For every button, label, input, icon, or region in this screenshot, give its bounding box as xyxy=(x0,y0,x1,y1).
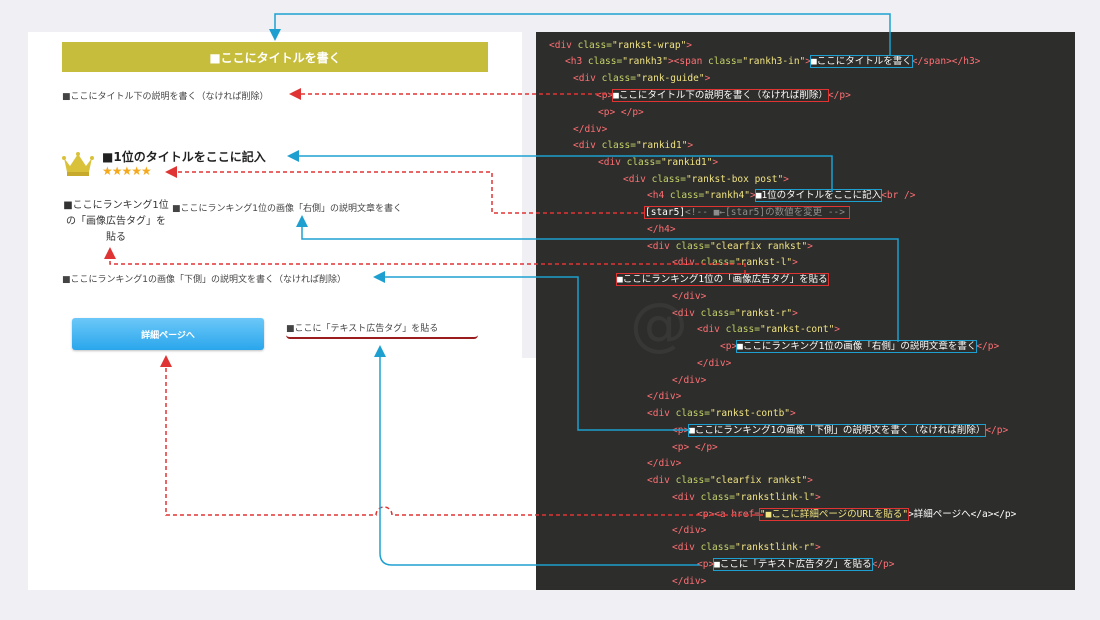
code-bottom-desc-highlight: ■ここにランキング1の画像「下側」の説明文を書く（なければ削除） xyxy=(688,424,987,437)
code-line-23: <div class="rankst-contb"> xyxy=(647,408,796,419)
guide-description: ■ここにタイトル下の説明を書く（なければ削除） xyxy=(62,92,269,102)
code-line-25: <p> </p> xyxy=(672,442,718,453)
bottom-description: ■ここにランキング1の画像「下側」の説明文を書く（なければ削除） xyxy=(62,275,346,285)
code-line-19: <p>■ここにランキング1位の画像「右側」の説明文章を書く</p> xyxy=(720,340,1000,353)
code-line-32: <p>■ここに「テキスト広告タグ」を貼る</p> xyxy=(697,558,895,571)
code-line-28: <div class="rankstlink-l"> xyxy=(672,492,821,503)
code-line-11: [star5]<!-- ■←[star5]の数値を変更 --> xyxy=(644,206,850,219)
code-line-12: </h4> xyxy=(647,224,676,235)
text-ad-link[interactable]: ■ここに「テキスト広告タグ」を貼る xyxy=(286,321,478,339)
code-guide-highlight: ■ここにタイトル下の説明を書く（なければ削除） xyxy=(612,89,829,102)
code-line-22: </div> xyxy=(647,391,682,402)
code-right-desc-highlight: ■ここにランキング1位の画像「右側」の説明文章を書く xyxy=(736,340,978,353)
code-line-4: <p>■ここにタイトル下の説明を書く（なければ削除）</p> xyxy=(596,89,851,102)
code-line-8: <div class="rankid1"> xyxy=(598,157,719,168)
code-line-14: <div class="rankst-l"> xyxy=(672,257,798,268)
right-description: ■ここにランキング1位の画像「右側」の説明文章を書く xyxy=(172,204,402,214)
code-line-1: <div class="rankst-wrap"> xyxy=(549,40,693,51)
image-ad-tag-placeholder: ■ここにランキング1位の「画像広告タグ」を貼る xyxy=(63,200,169,243)
code-line-18: <div class="rankst-cont"> xyxy=(697,324,841,335)
code-line-33: </div> xyxy=(672,576,707,587)
code-line-21: </div> xyxy=(672,375,707,386)
code-line-27: <div class="clearfix rankst"> xyxy=(647,475,813,486)
code-line-3: <div class="rank-guide"> xyxy=(573,73,711,84)
code-line-2: <h3 class="rankh3"><span class="rankh3-i… xyxy=(565,55,981,68)
preview-panel xyxy=(28,32,522,358)
crown-icon xyxy=(62,152,94,176)
code-line-9: <div class="rankst-box post"> xyxy=(623,174,789,185)
preview-panel-extension xyxy=(28,358,536,590)
code-line-17: <div class="rankst-r"> xyxy=(672,308,798,319)
code-line-13: <div class="clearfix rankst"> xyxy=(647,241,813,252)
code-detail-url-highlight: "■ここに詳細ページのURLを貼る" xyxy=(758,508,910,521)
text-ad-label: ■ここに「テキスト広告タグ」を貼る xyxy=(286,324,439,334)
code-line-31: <div class="rankstlink-r"> xyxy=(672,542,821,553)
code-text-ad-highlight: ■ここに「テキスト広告タグ」を貼る xyxy=(713,558,873,571)
code-line-10: <h4 class="rankh4">■1位のタイトルをここに記入<br /> xyxy=(647,189,916,202)
code-line-20: </div> xyxy=(697,358,732,369)
detail-page-button-label: 詳細ページへ xyxy=(141,330,195,341)
code-title-highlight: ■ここにタイトルを書く xyxy=(810,55,913,68)
detail-page-button[interactable]: 詳細ページへ xyxy=(72,318,264,350)
code-line-5: <p> </p> xyxy=(598,107,644,118)
code-line-6: </div> xyxy=(573,124,608,135)
code-line-30: </div> xyxy=(672,525,707,536)
code-line-16: </div> xyxy=(672,291,707,302)
code-line-7: <div class="rankid1"> xyxy=(573,140,694,151)
rank1-title: ■1位のタイトルをここに記入 xyxy=(102,150,266,164)
code-image-ad-highlight: ■ここにランキング1位の「画像広告タグ」を貼る xyxy=(616,273,829,286)
code-line-29: <p><a href="■ここに詳細ページのURLを貼る">詳細ページへ</a>… xyxy=(697,508,1017,521)
code-line-24: <p>■ここにランキング1の画像「下側」の説明文を書く（なければ削除）</p> xyxy=(672,424,1009,437)
code-rank1-title-highlight: ■1位のタイトルをここに記入 xyxy=(754,189,883,202)
code-line-26: </div> xyxy=(647,458,682,469)
code-line-15: ■ここにランキング1位の「画像広告タグ」を貼る xyxy=(616,273,829,286)
ranking-title-bar: ■ここにタイトルを書く xyxy=(62,42,488,72)
ranking-title-text: ■ここにタイトルを書く xyxy=(209,50,341,65)
star-rating: ★★★★★ xyxy=(102,164,152,178)
